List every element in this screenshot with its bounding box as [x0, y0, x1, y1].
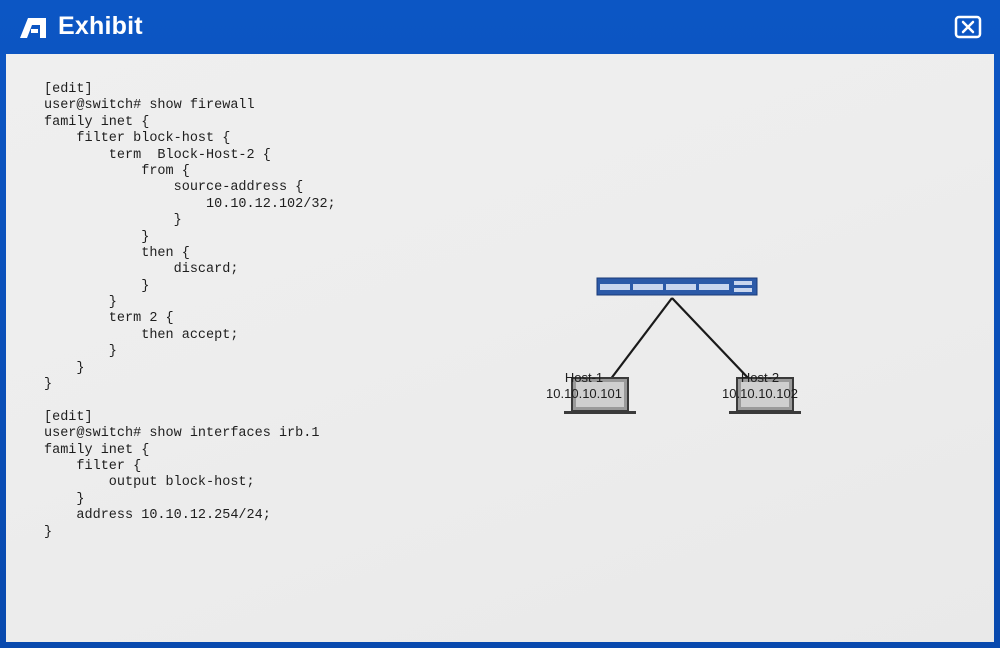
- config-line: filter {: [44, 458, 142, 474]
- link-switch-host2: [671, 297, 751, 381]
- config-line: family inet {: [44, 442, 150, 458]
- config-line: }: [44, 524, 53, 540]
- host-1-name: Host-1: [564, 370, 604, 385]
- laptop-icon: [729, 377, 801, 414]
- config-line: }: [44, 229, 150, 245]
- config-line: [edit]: [44, 409, 93, 425]
- switch-icon: [596, 277, 758, 296]
- network-diagram: [564, 277, 801, 414]
- config-line: }: [44, 491, 85, 507]
- config-line: output block-host;: [44, 475, 255, 491]
- config-line: user@switch# show interfaces irb.1: [44, 426, 320, 442]
- config-line: [44, 393, 336, 409]
- host-1-ip: 10.10.10.101: [546, 386, 622, 401]
- host-2-ip: 10.10.10.102: [722, 386, 798, 401]
- close-button[interactable]: [954, 15, 982, 39]
- config-line: }: [44, 278, 150, 294]
- host-2-name: Host-2: [740, 370, 780, 385]
- config-line: }: [44, 360, 85, 376]
- config-line: }: [44, 377, 53, 393]
- config-line: }: [44, 295, 117, 311]
- config-line: then {: [44, 245, 190, 261]
- laptop-icon: [564, 377, 636, 414]
- exhibit-logo-icon: [20, 18, 46, 38]
- config-line: user@switch# show firewall: [44, 98, 255, 114]
- link-switch-host1: [609, 297, 673, 381]
- config-line: from {: [44, 163, 190, 179]
- config-line: family inet {: [44, 114, 150, 130]
- config-line: address 10.10.12.254/24;: [44, 508, 271, 524]
- config-line: source-address {: [44, 180, 304, 196]
- config-line: filter block-host {: [44, 131, 231, 147]
- config-line: 10.10.12.102/32;: [44, 196, 336, 212]
- title-bar: Exhibit: [0, 0, 1000, 54]
- config-line: [edit]: [44, 82, 93, 97]
- config-line: discard;: [44, 262, 239, 278]
- config-line: }: [44, 344, 117, 360]
- config-line: term Block-Host-2 {: [44, 147, 271, 163]
- config-line: }: [44, 213, 182, 229]
- window-title: Exhibit: [58, 12, 143, 40]
- config-line: then accept;: [44, 327, 239, 343]
- config-line: term 2 {: [44, 311, 174, 327]
